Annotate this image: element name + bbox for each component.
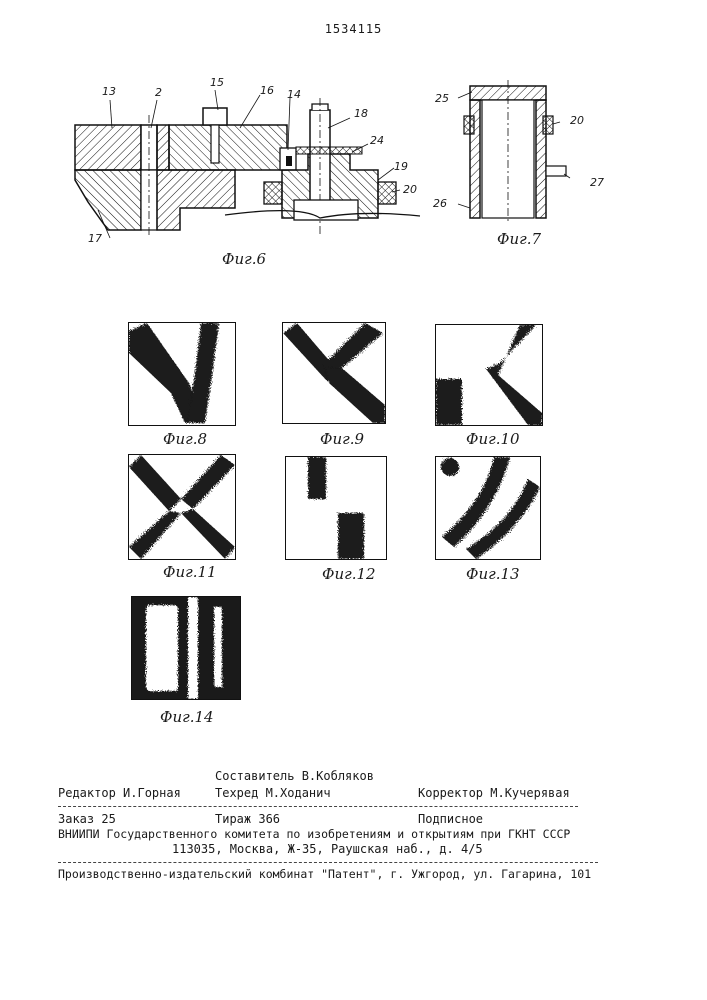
colophon-print-run: Тираж 366 [215, 812, 280, 826]
fig13-caption: Фиг.13 [466, 565, 520, 583]
fig9-image [282, 322, 386, 424]
fig10-image [435, 324, 543, 426]
fig7-ref-27: 27 [590, 176, 604, 189]
fig6-ref-16: 16 [260, 84, 274, 97]
divider-1 [58, 806, 578, 807]
fig6-ref-19: 19 [394, 160, 408, 173]
fig7-ref-26: 26 [433, 197, 447, 210]
colophon-editor: Редактор И.Горная [58, 786, 181, 800]
fig6-ref-24: 24 [370, 134, 384, 147]
fig11-caption: Фиг.11 [163, 563, 217, 581]
fig8-caption: Фиг.8 [163, 430, 207, 448]
fig14-caption: Фиг.14 [160, 708, 214, 726]
fig12-image [285, 456, 387, 560]
fig6-ref-13: 13 [102, 85, 116, 98]
colophon-corrector: Корректор М.Кучерявая [418, 786, 570, 800]
fig6-caption: Фиг.6 [222, 250, 266, 268]
fig6-ref-15: 15 [210, 76, 224, 89]
colophon-compiler: Составитель В.Кобляков [215, 769, 374, 783]
divider-2 [58, 862, 598, 863]
fig7-ref-20: 20 [570, 114, 584, 127]
colophon-techred: Техред М.Ходанич [215, 786, 331, 800]
fig9-caption: Фиг.9 [320, 430, 364, 448]
fig6-ref-18: 18 [354, 107, 368, 120]
fig6-ref-20: 20 [403, 183, 417, 196]
fig7-drawing [440, 80, 590, 225]
colophon-publisher: Производственно-издательский комбинат "П… [58, 867, 591, 881]
fig12-caption: Фиг.12 [322, 565, 376, 583]
colophon-order: Заказ 25 [58, 812, 116, 826]
fig6-drawing [60, 70, 430, 270]
patent-number: 1534115 [0, 22, 707, 36]
fig8-image [128, 322, 236, 426]
fig11-image [128, 454, 236, 560]
colophon-subscription: Подписное [418, 812, 483, 826]
fig14-image [131, 596, 241, 700]
fig10-caption: Фиг.10 [466, 430, 520, 448]
fig7-ref-25: 25 [435, 92, 449, 105]
fig7-caption: Фиг.7 [497, 230, 541, 248]
fig6-ref-14: 14 [287, 88, 301, 101]
colophon-org: ВНИИПИ Государственного комитета по изоб… [58, 827, 570, 841]
fig6-ref-2: 2 [155, 86, 162, 99]
fig13-image [435, 456, 541, 560]
colophon-address: 113035, Москва, Ж-35, Раушская наб., д. … [172, 842, 483, 856]
fig6-ref-17: 17 [88, 232, 102, 245]
